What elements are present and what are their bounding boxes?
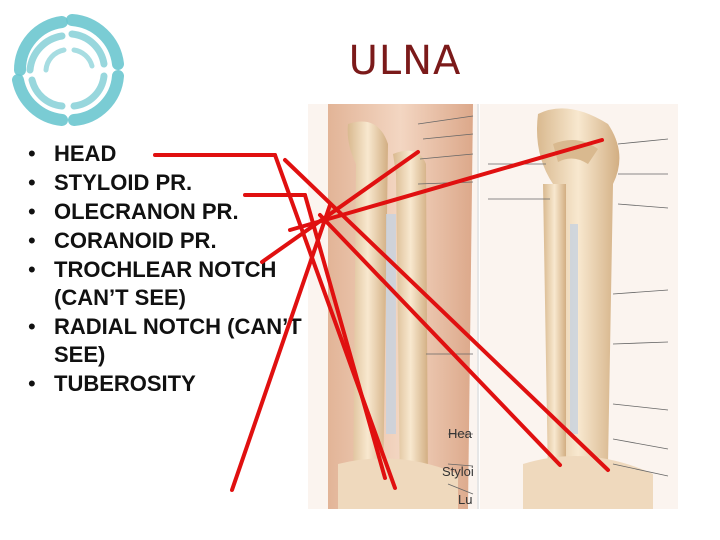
bullet-list: HEAD STYLOID PR. OLECRANON PR. CORANOID … — [20, 140, 310, 399]
figure-label-lunate: Lu — [458, 492, 473, 507]
bullet-trochlear-notch: TROCHLEAR NOTCH (CAN’T SEE) — [20, 256, 310, 312]
forearm-bones-image — [308, 104, 678, 509]
figure-label-styloid: Styloi — [442, 464, 474, 479]
bullet-tuberosity: TUBEROSITY — [20, 370, 310, 398]
bullet-radial-notch: RADIAL NOTCH (CAN’T SEE) — [20, 313, 310, 369]
bullet-head: HEAD — [20, 140, 310, 168]
figure-label-head: Hea — [448, 426, 472, 441]
bullet-coranoid: CORANOID PR. — [20, 227, 310, 255]
swirl-logo-icon — [12, 14, 124, 126]
bullet-olecranon: OLECRANON PR. — [20, 198, 310, 226]
bullet-styloid: STYLOID PR. — [20, 169, 310, 197]
slide-title: ULNA — [348, 38, 462, 84]
ulna-illustration: Hea Styloi Lu — [308, 104, 678, 509]
